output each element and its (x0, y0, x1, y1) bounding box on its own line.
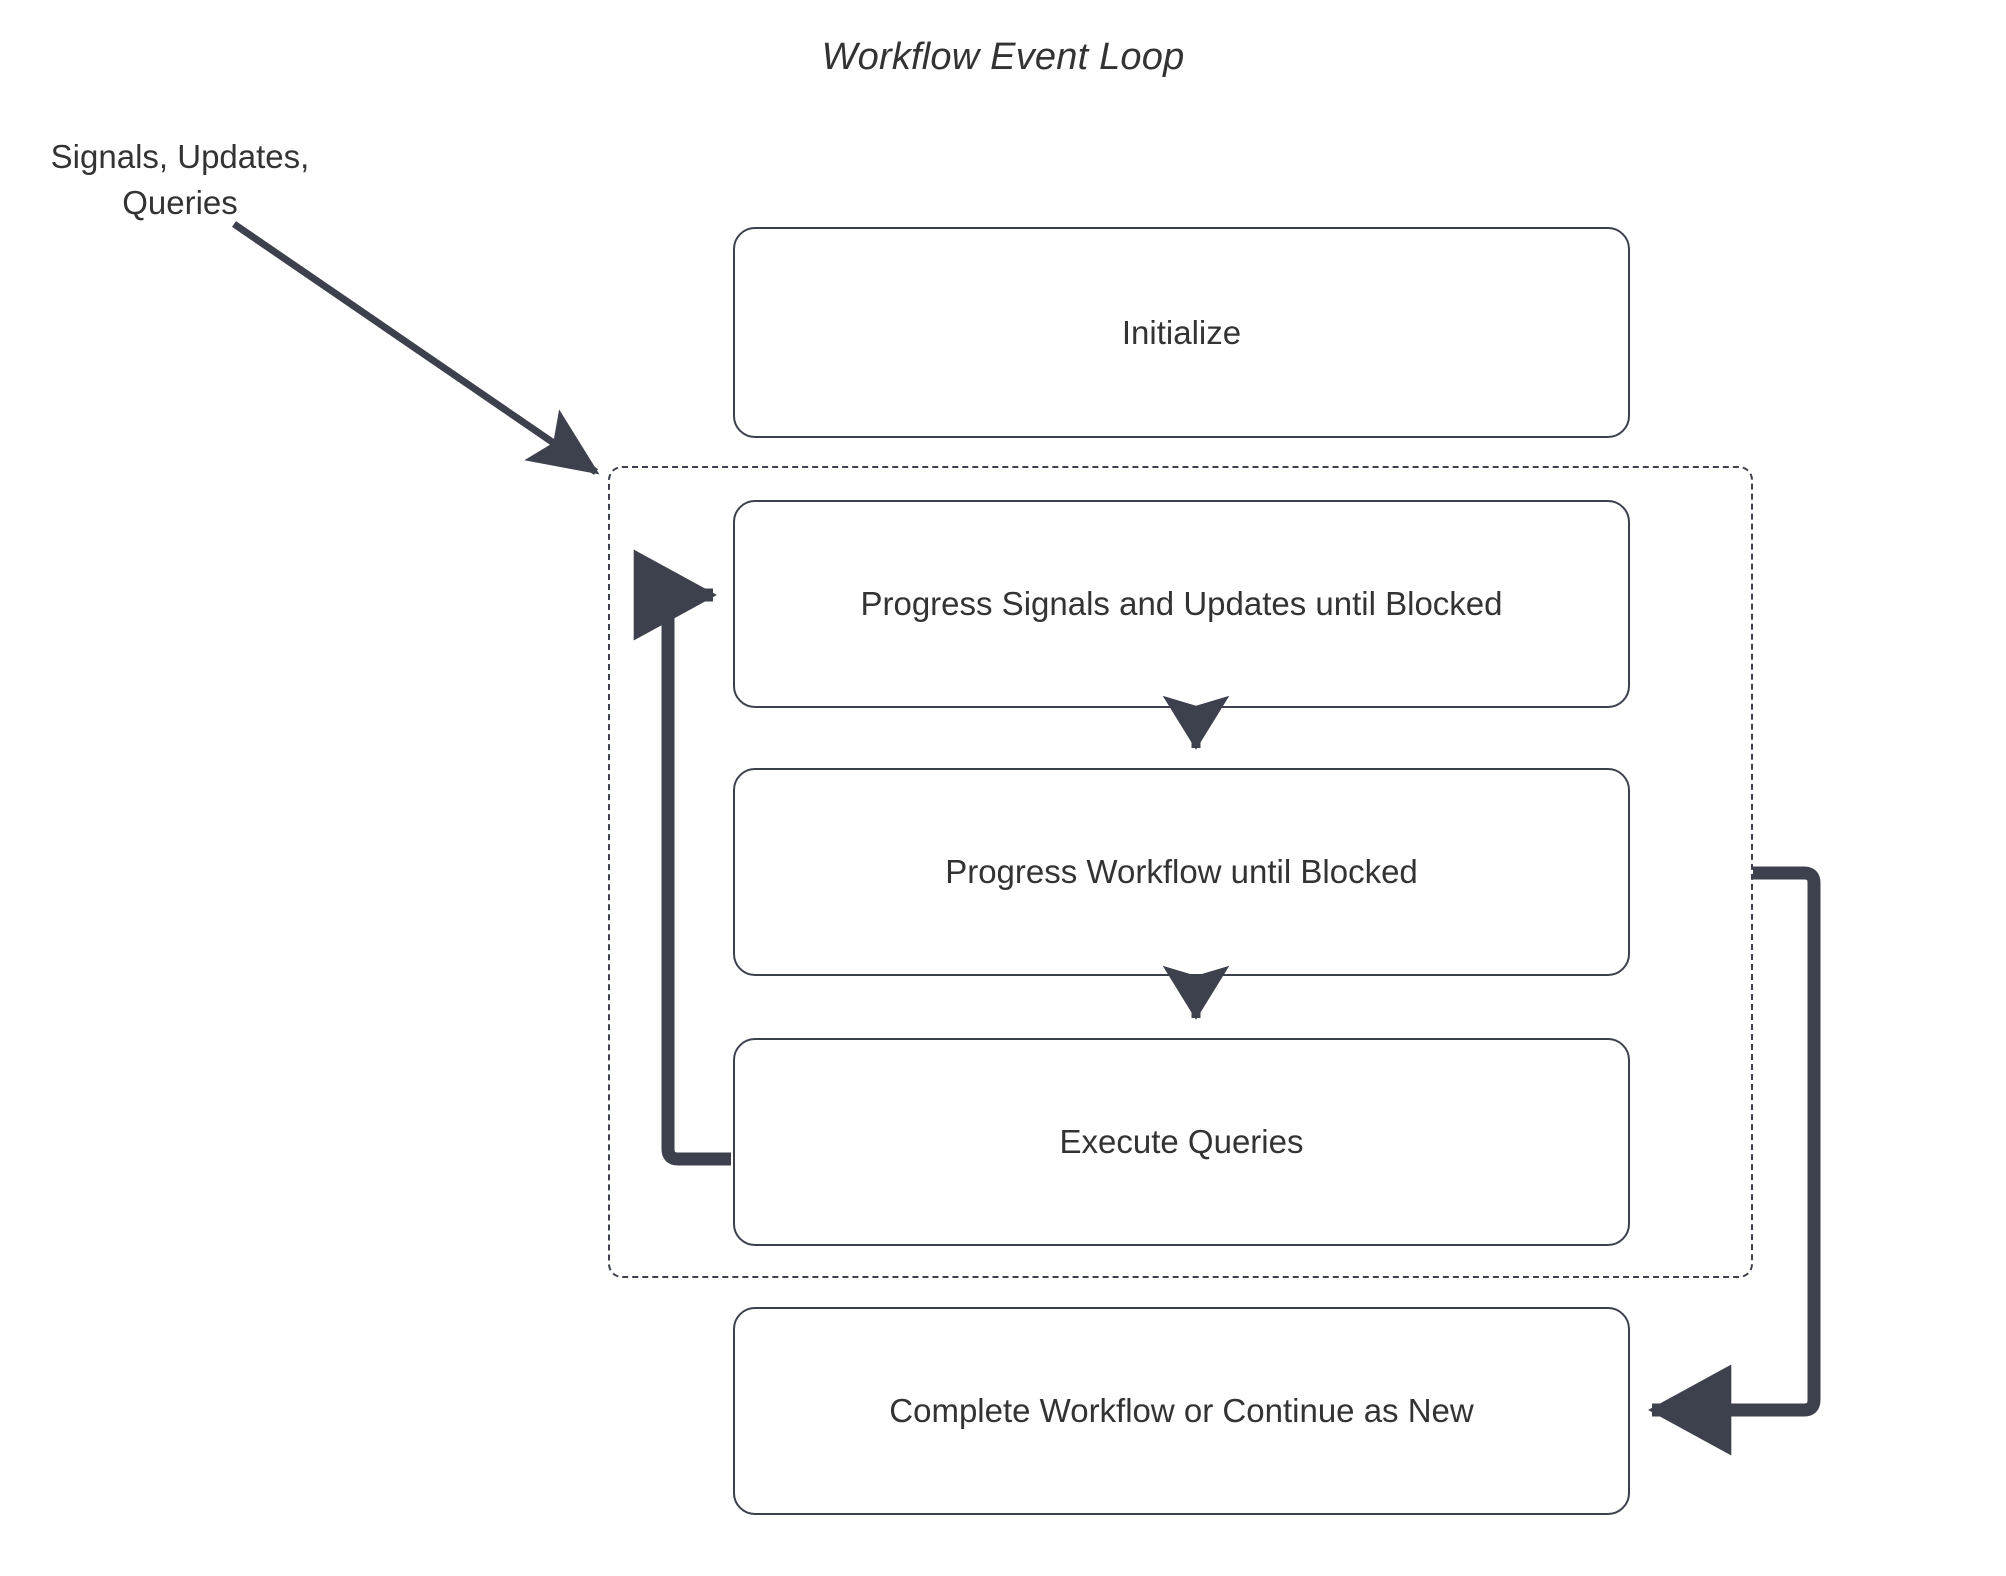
node-initialize[interactable]: Initialize (733, 227, 1630, 438)
node-progress-signals[interactable]: Progress Signals and Updates until Block… (733, 500, 1630, 708)
page-title: Workflow Event Loop (821, 36, 1185, 78)
node-initialize-label: Initialize (1121, 313, 1242, 351)
node-complete-workflow[interactable]: Complete Workflow or Continue as New (733, 1307, 1630, 1515)
node-progress-workflow-label: Progress Workflow until Blocked (945, 853, 1418, 890)
external-input-label: Signals, Updates, Queries (50, 138, 310, 221)
edge-external-into-loop (232, 221, 600, 475)
node-complete-workflow-label: Complete Workflow or Continue as New (889, 1392, 1474, 1429)
node-execute-queries[interactable]: Execute Queries (733, 1038, 1630, 1246)
node-execute-queries-label: Execute Queries (1059, 1123, 1304, 1160)
node-progress-workflow[interactable]: Progress Workflow until Blocked (733, 768, 1630, 976)
node-progress-signals-label: Progress Signals and Updates until Block… (860, 585, 1503, 622)
